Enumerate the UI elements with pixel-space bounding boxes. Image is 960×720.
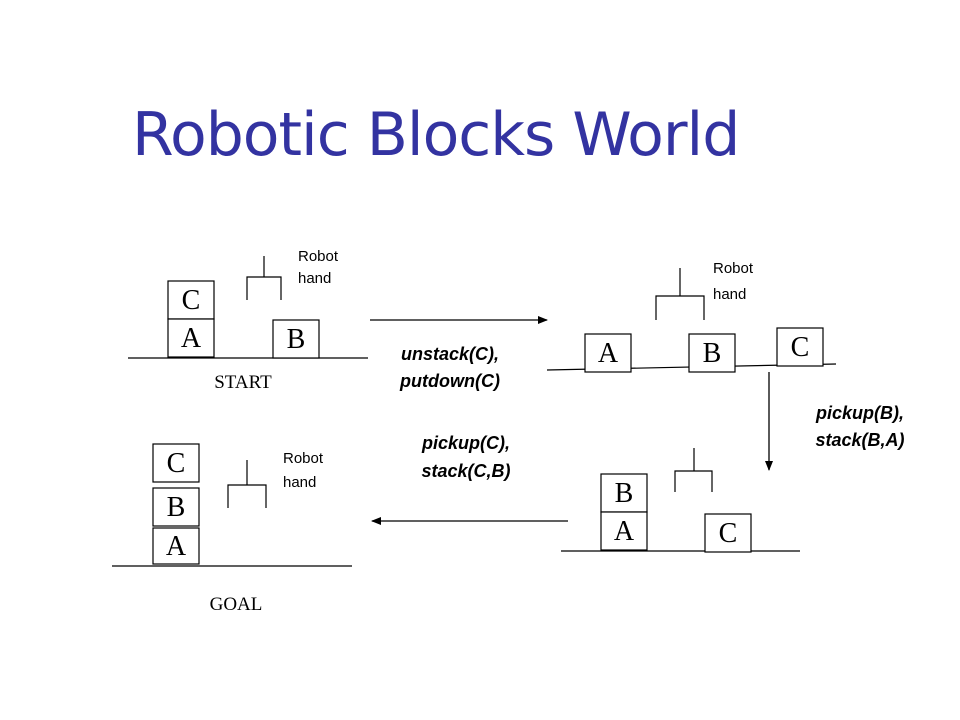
block-b (688, 333, 736, 373)
action-step1-line1: unstack(C), (401, 344, 499, 364)
robot-hand-icon (246, 256, 282, 300)
block-a (600, 511, 648, 551)
block-a-label: A (166, 531, 187, 562)
block-b (272, 319, 320, 359)
page-title: Robotic Blocks World (132, 100, 740, 170)
block-b-label: B (167, 492, 186, 523)
block-a-label: A (614, 516, 635, 547)
robot-hand-label-line2: hand (283, 474, 316, 491)
block-c (167, 280, 215, 320)
block-a (167, 318, 215, 358)
goal-label: GOAL (210, 594, 263, 615)
action-step1-line2: putdown(C) (399, 371, 500, 391)
block-c (152, 443, 200, 483)
block-b-label: B (703, 338, 722, 369)
action-step2-line2: stack(B,A) (815, 430, 904, 450)
action-step3-line2: stack(C,B) (421, 461, 510, 481)
start-label: START (214, 372, 272, 393)
block-b-label: B (287, 324, 306, 355)
block-a-label: A (598, 338, 619, 369)
block-a-label: A (181, 323, 202, 354)
block-a (584, 333, 632, 373)
action-step3-line1: pickup(C), (421, 433, 510, 453)
scene-goal: C B A Robot hand GOAL (112, 443, 352, 615)
robot-hand-label-line2: hand (713, 286, 746, 303)
block-c (776, 327, 824, 367)
block-b (152, 487, 200, 527)
block-b-label: B (615, 478, 634, 509)
block-c-label: C (791, 332, 810, 363)
robot-hand-label-line1: Robot (298, 248, 339, 265)
scene-start: C A B Robot hand START (128, 248, 368, 393)
block-c (704, 513, 752, 553)
robot-hand-icon (227, 460, 267, 508)
block-c-label: C (719, 518, 738, 549)
robot-hand-label-line1: Robot (713, 260, 754, 277)
robot-hand-icon (655, 268, 705, 320)
action-step2-line1: pickup(B), (815, 403, 904, 423)
scene-after-unstack: A B C Robot hand (546, 260, 837, 373)
block-c-label: C (182, 285, 201, 316)
block-b (600, 473, 648, 513)
robot-hand-icon (674, 448, 713, 492)
robot-hand-label-line2: hand (298, 270, 331, 287)
robot-hand-label-line1: Robot (283, 450, 324, 467)
block-c-label: C (167, 448, 186, 479)
block-a (152, 527, 200, 565)
scene-after-stack-b: B A C (561, 448, 800, 553)
